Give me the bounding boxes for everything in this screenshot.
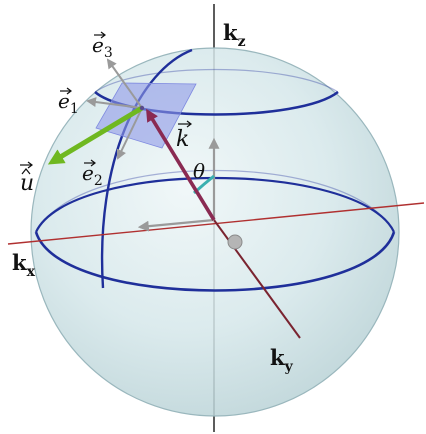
u-hat-vector bbox=[47, 105, 144, 165]
u-hat-label: u bbox=[20, 161, 34, 196]
e2-vector bbox=[116, 107, 143, 160]
svg-text:e2: e2 bbox=[82, 161, 103, 189]
k-vector-line bbox=[146, 108, 216, 221]
svg-text:e1: e1 bbox=[58, 89, 79, 117]
tangent-plane bbox=[95, 82, 197, 149]
svg-text:u: u bbox=[20, 171, 34, 196]
ky-gray-marker bbox=[227, 234, 243, 250]
origin-point bbox=[139, 105, 145, 111]
svg-text:e3: e3 bbox=[92, 33, 113, 61]
svg-text:k: k bbox=[176, 127, 189, 152]
ky-label: ky bbox=[270, 345, 294, 375]
e2-label: e2 bbox=[82, 159, 103, 189]
e1-vector bbox=[86, 97, 143, 109]
e3-vector bbox=[106, 58, 143, 109]
kx-label: kx bbox=[12, 250, 36, 280]
equator-circle bbox=[34, 231, 396, 292]
kz-label: kz bbox=[223, 20, 246, 50]
upper-latitude-back bbox=[94, 68, 339, 93]
sphere bbox=[30, 47, 400, 417]
e1-label: e1 bbox=[58, 87, 79, 117]
kx-gray-arrow bbox=[137, 218, 215, 232]
theta-label: θ bbox=[193, 159, 205, 183]
k-vector-label: k bbox=[176, 120, 192, 152]
e3-label: e3 bbox=[92, 31, 113, 61]
